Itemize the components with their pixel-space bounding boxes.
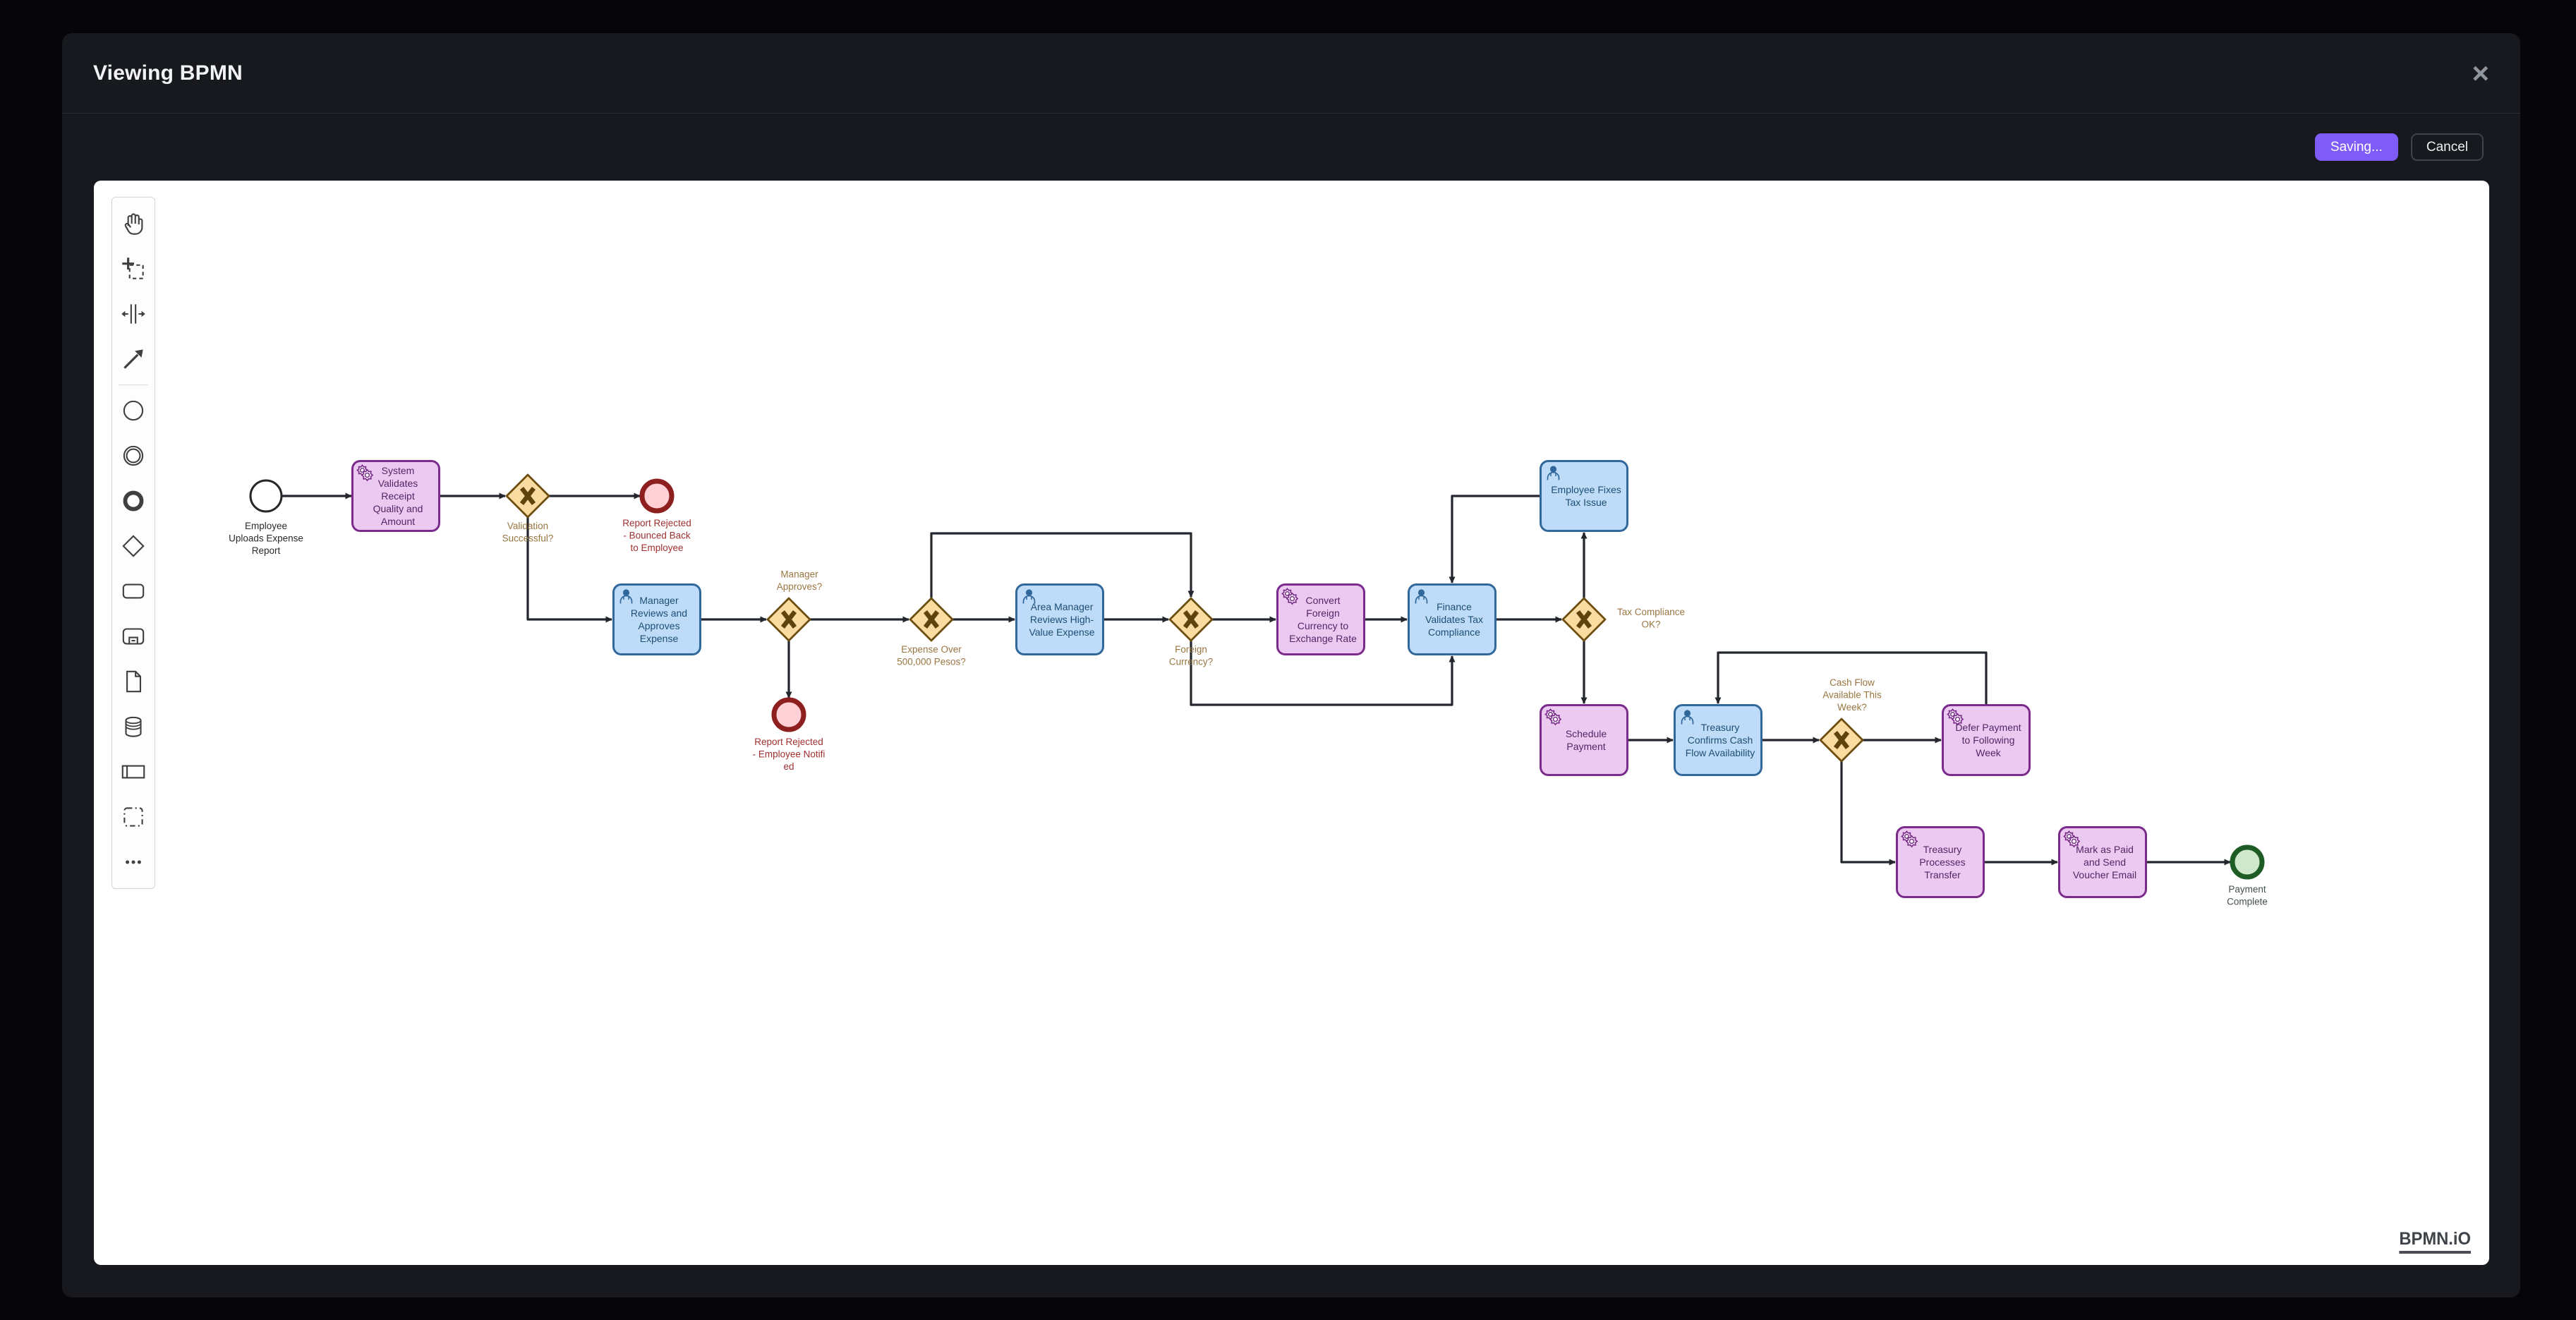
user-task-person-icon	[1547, 466, 1560, 480]
create-end-event-icon[interactable]	[112, 478, 155, 523]
user-task-person-icon	[619, 589, 633, 604]
flow-defer-loop-to-confirm[interactable]	[1715, 651, 1988, 706]
close-icon[interactable]: ×	[2472, 56, 2489, 90]
create-subprocess-icon[interactable]	[112, 614, 155, 659]
user-task-person-icon	[1022, 589, 1036, 604]
create-group-icon[interactable]	[112, 794, 155, 840]
service-task-gear-icon	[1947, 708, 1964, 726]
flow-validation-to-manager[interactable]	[526, 517, 612, 623]
create-participant-icon[interactable]	[112, 749, 155, 794]
flow-foreign-bypass-to-finance[interactable]	[1190, 641, 1456, 706]
modal-header: Viewing BPMN ×	[62, 33, 2520, 114]
create-start-event-icon[interactable]	[112, 388, 155, 433]
create-intermediate-event-icon[interactable]	[112, 433, 155, 478]
service-task-gear-icon	[1281, 588, 1299, 605]
bpmn-palette	[111, 197, 155, 889]
viewing-bpmn-modal: Viewing BPMN × Saving... Cancel Employee…	[62, 33, 2520, 1297]
user-task-person-icon	[1681, 710, 1694, 725]
create-data-store-icon[interactable]	[112, 704, 155, 749]
more-options-icon[interactable]	[112, 840, 155, 885]
saving-button[interactable]: Saving...	[2314, 133, 2398, 161]
hand-tool-icon[interactable]	[112, 201, 155, 246]
create-exclusive-gateway-icon[interactable]	[112, 523, 155, 569]
actions-row: Saving... Cancel	[62, 114, 2520, 181]
flow-cash-to-transfer[interactable]	[1840, 761, 1896, 866]
flow-fix-to-finance[interactable]	[1449, 495, 1540, 583]
user-task-person-icon	[1415, 589, 1428, 604]
create-data-object-icon[interactable]	[112, 659, 155, 704]
flow-expense-bypass-to-foreign[interactable]	[930, 532, 1195, 598]
space-tool-icon[interactable]	[112, 291, 155, 337]
service-task-gear-icon	[1544, 708, 1562, 726]
global-connect-tool-icon[interactable]	[112, 337, 155, 382]
create-task-icon[interactable]	[112, 569, 155, 614]
cancel-button[interactable]: Cancel	[2410, 133, 2484, 161]
modal-title: Viewing BPMN	[93, 61, 243, 85]
lasso-tool-icon[interactable]	[112, 246, 155, 291]
bpmn-io-logo[interactable]: BPMN.iO	[2399, 1229, 2471, 1254]
service-task-gear-icon	[356, 464, 374, 482]
service-task-gear-icon	[1901, 830, 1918, 848]
service-task-gear-icon	[2063, 830, 2081, 848]
